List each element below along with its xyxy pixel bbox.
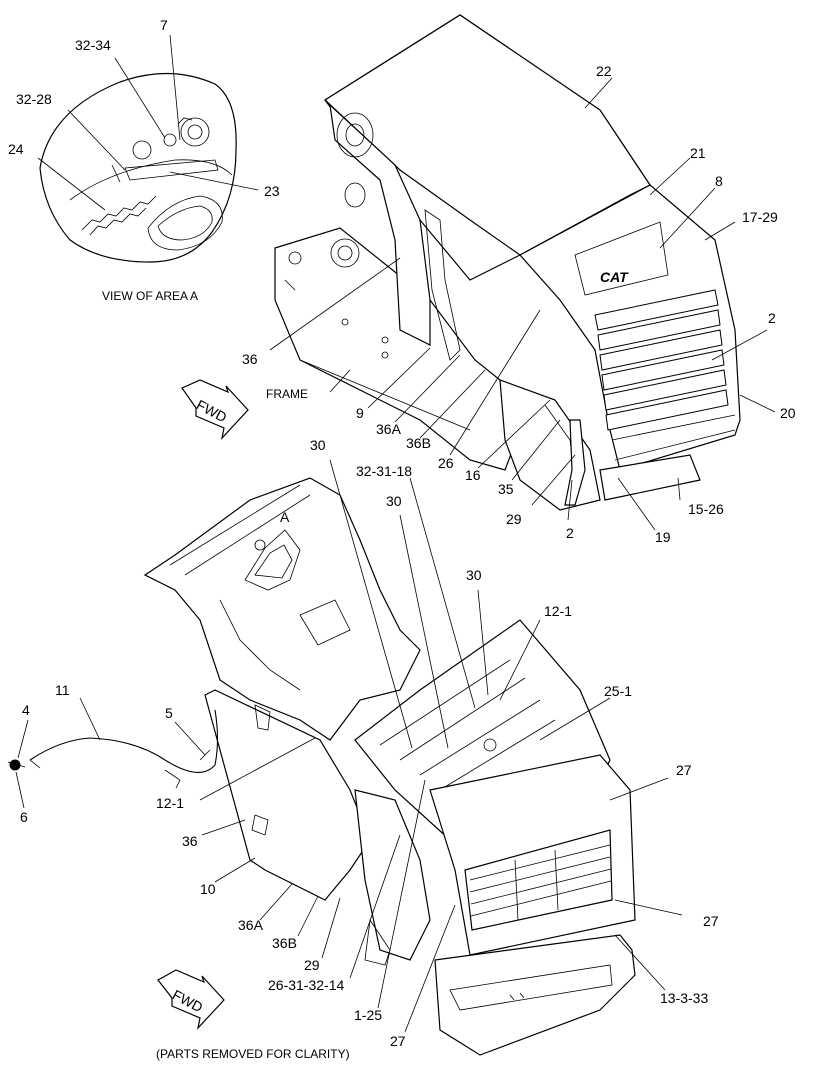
callout-9: 9	[356, 405, 364, 421]
callout-8: 8	[715, 173, 723, 189]
callout-36a-bottom: 36A	[238, 917, 264, 933]
view-of-area-a-caption: VIEW OF AREA A	[102, 289, 198, 303]
callout-27-top: 27	[676, 762, 692, 778]
callout-36a-top: 36A	[376, 421, 402, 437]
callout-29-bottom: 29	[304, 957, 320, 973]
callout-labels: 32-34 7 32-28 24 23 VIEW OF AREA A 22 21…	[8, 17, 796, 1061]
hood-top-assembly-drawing: CAT	[274, 14, 741, 511]
callout-36b-bottom: 36B	[272, 935, 297, 951]
callout-2-top: 2	[768, 310, 776, 326]
callout-20: 20	[780, 405, 796, 421]
callout-36-top: 36	[242, 351, 258, 367]
callout-7: 7	[160, 17, 168, 33]
callout-6: 6	[20, 809, 28, 825]
callout-10: 10	[200, 881, 216, 897]
callout-30-a: 30	[310, 437, 326, 453]
callout-21: 21	[690, 145, 706, 161]
callout-19: 19	[655, 529, 671, 545]
callout-23: 23	[264, 183, 280, 199]
callout-4: 4	[22, 702, 30, 718]
callout-29-top: 29	[506, 511, 522, 527]
callout-24: 24	[8, 141, 24, 157]
callout-36b-top: 36B	[406, 435, 431, 451]
callout-11: 11	[55, 682, 70, 698]
callout-32-28: 32-28	[16, 91, 52, 107]
parts-removed-caption: (PARTS REMOVED FOR CLARITY)	[156, 1047, 350, 1061]
open-hood-bottom-assembly-drawing	[7, 477, 636, 1056]
area-a-marker: A	[280, 509, 290, 525]
callout-17-29: 17-29	[742, 209, 778, 225]
fwd-arrow-bottom: FWD	[157, 969, 225, 1030]
leader-lines	[15, 34, 776, 1033]
callout-1-25: 1-25	[354, 1007, 382, 1023]
fwd-arrow-top: FWD	[181, 379, 249, 440]
callout-5: 5	[165, 705, 173, 721]
callout-26-31-32-14: 26-31-32-14	[268, 977, 344, 993]
callout-25-1: 25-1	[604, 683, 632, 699]
callout-16: 16	[465, 467, 481, 483]
callout-12-1-top: 12-1	[544, 603, 572, 619]
callout-27-mid: 27	[703, 913, 719, 929]
callout-32-31-18: 32-31-18	[356, 463, 412, 479]
callout-15-26: 15-26	[688, 501, 724, 517]
callout-27-bottom: 27	[390, 1033, 406, 1049]
callout-13-3-33: 13-3-33	[660, 990, 708, 1006]
callout-30-b: 30	[386, 493, 402, 509]
callout-32-34: 32-34	[75, 37, 111, 53]
callout-36-bottom: 36	[182, 833, 198, 849]
area-a-detail-drawing	[39, 72, 237, 263]
cat-logo-text: CAT	[600, 269, 629, 285]
callout-12-1-left: 12-1	[156, 795, 184, 811]
callout-22: 22	[596, 63, 612, 79]
rear-grille	[594, 289, 729, 431]
callout-35: 35	[498, 481, 514, 497]
callout-30-c: 30	[466, 567, 482, 583]
callout-26: 26	[438, 455, 454, 471]
callout-2-mid: 2	[566, 525, 574, 541]
frame-label: FRAME	[266, 387, 308, 401]
